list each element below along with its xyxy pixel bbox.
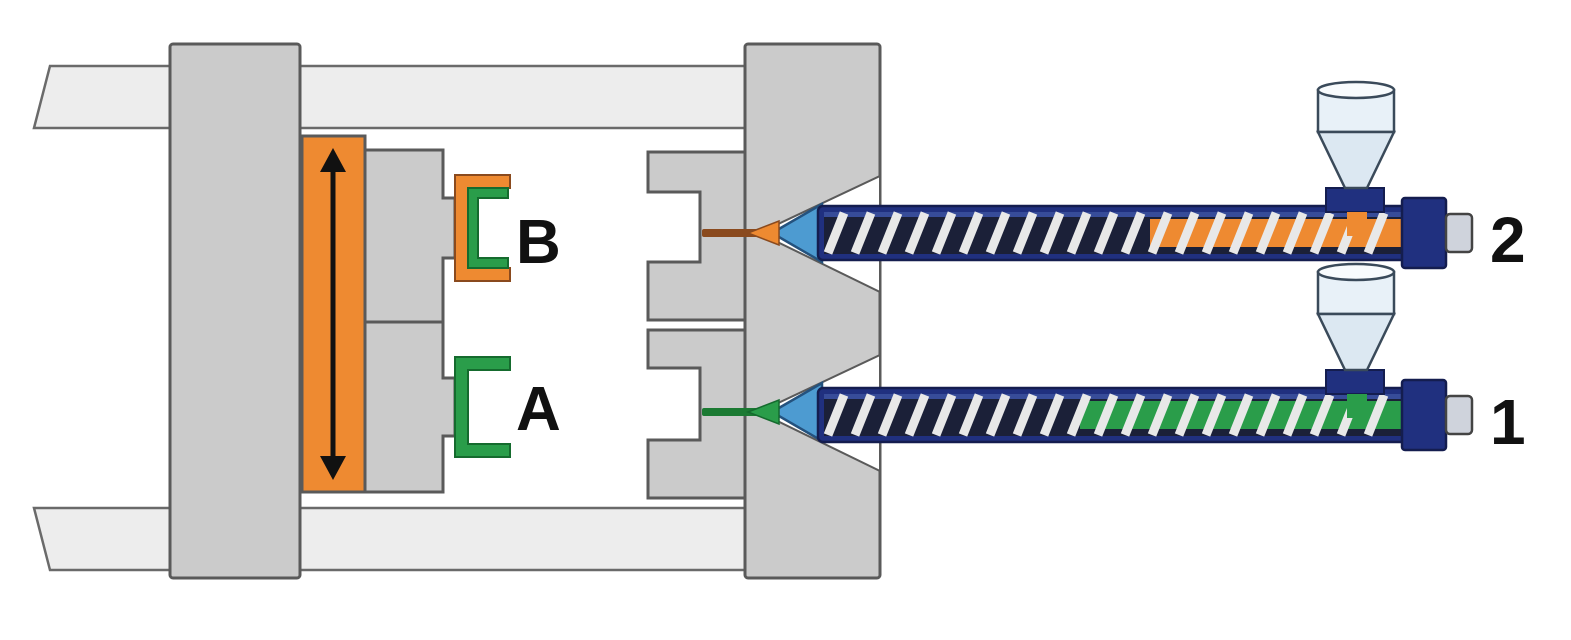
injection-unit-1 [816, 378, 1474, 452]
hopper-lid-unit-1 [1316, 262, 1396, 282]
feed-material-unit-2 [1347, 212, 1367, 236]
tie-bar-bottom [32, 506, 762, 572]
screw-shaft-unit-1 [1444, 394, 1474, 436]
hopper-lid-unit-2 [1316, 80, 1396, 100]
barrel-highlight-unit-1 [824, 394, 1412, 399]
barrel-highlight-unit-2 [824, 212, 1412, 217]
hopper-funnel-unit-2 [1316, 130, 1396, 190]
fixed-mold-half-bottom [646, 328, 747, 500]
label-station-a: A [516, 375, 561, 444]
tie-bar-top [32, 64, 762, 130]
feed-throat-unit-2 [1325, 187, 1385, 213]
screw-flights-unit-2 [823, 211, 1389, 255]
label-station-b: B [516, 208, 561, 277]
screw-flights-unit-1 [823, 393, 1389, 437]
rotation-arrow-head-up [320, 148, 346, 172]
molded-part-a-green [454, 356, 511, 458]
fixed-mold-half-top [646, 150, 747, 322]
injection-unit-2 [816, 196, 1474, 270]
sprue-channel-unit-1 [702, 408, 760, 416]
barrel-collar-unit-2 [1400, 196, 1448, 270]
hopper-unit-1 [1316, 262, 1396, 418]
feed-throat-unit-1 [1325, 369, 1385, 395]
hopper-unit-2 [1316, 80, 1396, 236]
fixed-platen [743, 42, 882, 580]
feed-material-unit-1 [1347, 394, 1367, 418]
sprue-channel-unit-2 [702, 229, 760, 237]
screw-shaft-unit-2 [1444, 212, 1474, 254]
mold-half-station-a [363, 320, 457, 494]
nozzle-tip-unit-1 [745, 398, 780, 426]
rotation-arrow-head-down [320, 456, 346, 480]
barrel-collar-unit-1 [1400, 378, 1448, 452]
label-unit-2: 2 [1490, 204, 1526, 276]
label-unit-1: 1 [1490, 386, 1526, 458]
moving-platen [168, 42, 302, 580]
nozzle-tip-unit-2 [745, 219, 780, 247]
hopper-funnel-unit-1 [1316, 312, 1396, 372]
rotation-arrow [320, 148, 346, 480]
mold-half-station-b [363, 148, 457, 324]
molded-part-b-inner-green [467, 187, 509, 269]
